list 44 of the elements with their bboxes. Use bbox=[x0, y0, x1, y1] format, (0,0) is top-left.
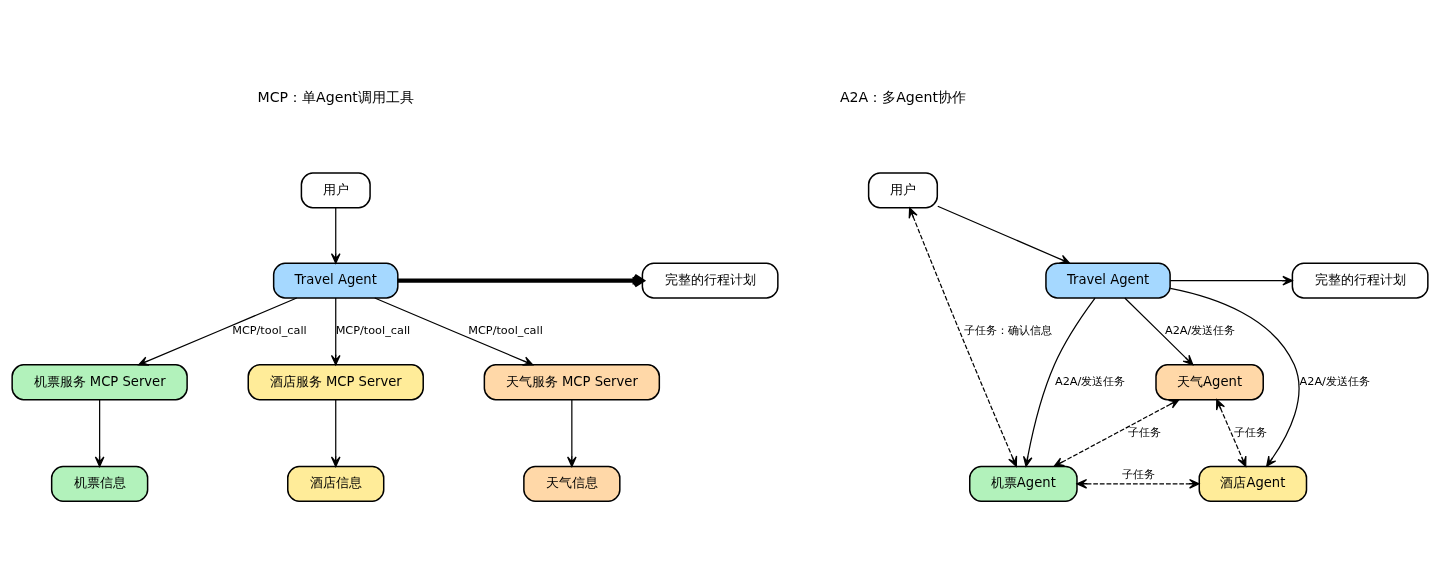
node-box: Travel Agent bbox=[272, 262, 399, 299]
arrow bbox=[1216, 398, 1247, 467]
node-box: 机票Agent bbox=[969, 465, 1078, 502]
label: A2A：多Agent协作 bbox=[839, 88, 966, 105]
arrow bbox=[1169, 287, 1300, 467]
node-box: Travel Agent bbox=[1045, 262, 1171, 299]
arrow bbox=[567, 398, 577, 467]
node-box: 酒店服务 MCP Server bbox=[247, 363, 424, 400]
arrow bbox=[908, 206, 1018, 467]
node-box: 机票信息 bbox=[50, 465, 149, 502]
edge-label: A2A/发送任务 bbox=[1165, 323, 1236, 337]
edge-label: A2A/发送任务 bbox=[1054, 374, 1126, 388]
node-box: 酒店信息 bbox=[287, 465, 385, 502]
node-box: 完整的行程计划 bbox=[1291, 262, 1429, 299]
arrow bbox=[330, 206, 341, 264]
node-box: 天气Agent bbox=[1155, 363, 1264, 400]
arrow bbox=[1076, 478, 1200, 489]
edge-label: MCP/tool_call bbox=[232, 323, 307, 337]
arrow bbox=[374, 296, 534, 366]
node-box: 用户 bbox=[300, 171, 371, 208]
node-box: 天气服务 MCP Server bbox=[483, 363, 661, 400]
edge-label: MCP/tool_call bbox=[468, 323, 543, 337]
arrow bbox=[1053, 398, 1180, 467]
arrow bbox=[397, 273, 645, 288]
node-box: 酒店Agent bbox=[1198, 465, 1308, 502]
arrow bbox=[330, 296, 341, 365]
arrow bbox=[94, 398, 105, 467]
edge-label: MCP/tool_call bbox=[335, 323, 411, 337]
arrow bbox=[1124, 296, 1194, 365]
node-box: 机票服务 MCP Server bbox=[11, 363, 188, 400]
node-box: 天气信息 bbox=[523, 465, 621, 502]
edge-label: 子任务：确认信息 bbox=[963, 323, 1052, 337]
label: MCP：单Agent调用工具 bbox=[257, 88, 414, 105]
arrow bbox=[937, 205, 1071, 264]
node-box: 用户 bbox=[867, 171, 939, 208]
arrow bbox=[138, 296, 298, 366]
edge-label: A2A/发送任务 bbox=[1299, 374, 1370, 388]
arrow bbox=[1169, 275, 1293, 285]
edge-label: 子任务 bbox=[1127, 425, 1161, 439]
edge-label: 子任务 bbox=[1234, 425, 1268, 439]
arrow bbox=[1022, 297, 1096, 467]
arrow bbox=[330, 398, 341, 467]
node-box: 完整的行程计划 bbox=[641, 262, 779, 299]
edge-label: 子任务 bbox=[1121, 467, 1155, 481]
